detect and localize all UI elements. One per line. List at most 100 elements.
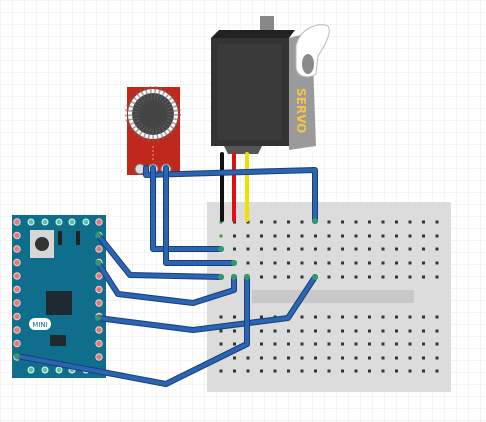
breadboard-hole [260, 261, 263, 265]
breadboard-hole [273, 329, 277, 333]
breadboard-hole [273, 342, 277, 346]
breadboard-hole [435, 329, 439, 333]
jumper-wire [96, 275, 317, 332]
breadboard-hole [422, 356, 425, 360]
breadboard-hole [381, 315, 385, 319]
breadboard-hole [246, 369, 250, 373]
breadboard-hole [354, 356, 358, 360]
breadboard-hole [422, 369, 425, 373]
breadboard-hole [408, 329, 412, 333]
breadboard-hole [233, 247, 236, 251]
breadboard-hole [219, 315, 223, 319]
breadboard-hole [422, 261, 425, 265]
breadboard-hole [300, 261, 304, 265]
breadboard-hole [233, 234, 236, 238]
wire-endpoint [95, 260, 101, 266]
breadboard-holes [219, 220, 439, 373]
breadboard-hole [246, 220, 250, 224]
breadboard-hole [341, 315, 344, 319]
breadboard-hole [381, 342, 385, 346]
breadboard-hole [422, 342, 425, 346]
mini-component [58, 231, 62, 245]
breadboard-hole [246, 261, 250, 265]
breadboard-hole [381, 275, 385, 279]
breadboard-hole [341, 329, 344, 333]
breadboard-hole [260, 329, 263, 333]
breadboard-hole [435, 315, 439, 319]
breadboard-hole [260, 220, 263, 224]
breadboard-hole [287, 261, 290, 265]
breadboard-hole [381, 247, 385, 251]
breadboard-hole [435, 261, 439, 265]
servo-motor: SERVO [211, 16, 330, 154]
breadboard-hole [260, 247, 263, 251]
breadboard-hole [300, 329, 304, 333]
arduino-pin [95, 245, 103, 253]
servo-label: SERVO [294, 88, 308, 133]
arduino-pin [13, 326, 21, 334]
breadboard-hole [327, 369, 331, 373]
breadboard-hole [314, 247, 317, 251]
breadboard-hole [314, 342, 317, 346]
breadboard-hole [341, 275, 344, 279]
breadboard-hole [354, 234, 358, 238]
breadboard-hole [408, 342, 412, 346]
breadboard-hole [273, 220, 277, 224]
breadboard-hole [314, 356, 317, 360]
breadboard-hole [260, 275, 263, 279]
breadboard-hole [381, 369, 385, 373]
breadboard-hole [273, 356, 277, 360]
arduino-pin [13, 231, 21, 240]
breadboard-hole [300, 220, 304, 224]
arduino-pin [95, 299, 103, 307]
breadboard-hole [260, 234, 263, 238]
breadboard-hole [300, 356, 304, 360]
breadboard-hole [327, 342, 331, 346]
breadboard-hole [233, 369, 236, 373]
breadboard-hole [341, 247, 344, 251]
jumper-wire [164, 166, 236, 265]
wire-endpoint [244, 274, 250, 280]
jumper-wire [96, 261, 236, 305]
wire-endpoint [312, 274, 318, 280]
wire-endpoint [231, 274, 237, 280]
breadboard-hole [395, 315, 398, 319]
arduino-pin-headers [13, 218, 103, 374]
breadboard-hole [381, 356, 385, 360]
breadboard-hole [341, 342, 344, 346]
breadboard-hole [368, 275, 371, 279]
breadboard-hole [368, 261, 371, 265]
breadboard-hole [381, 220, 385, 224]
breadboard-hole [300, 315, 304, 319]
arduino-pin [13, 218, 21, 226]
servo-horn-hub [302, 54, 314, 74]
breadboard-hole [395, 369, 398, 373]
voltage-regulator [50, 335, 66, 346]
arduino-pin [13, 272, 21, 280]
breadboard-hole [273, 275, 277, 279]
arduino-pin [27, 366, 35, 374]
breadboard-hole [327, 247, 331, 251]
mini-component [76, 231, 80, 245]
arduino-pin [95, 353, 103, 361]
breadboard-hole [422, 329, 425, 333]
breadboard-hole [246, 247, 250, 251]
breadboard-hole [300, 234, 304, 238]
breadboard-hole [354, 247, 358, 251]
breadboard-hole [395, 261, 398, 265]
breadboard-hole [341, 261, 344, 265]
wire-endpoint [218, 274, 224, 280]
breadboard-hole [287, 342, 290, 346]
breadboard-hole [422, 315, 425, 319]
breadboard-hole [435, 369, 439, 373]
breadboard-center-channel [252, 290, 414, 303]
breadboard-hole [381, 261, 385, 265]
breadboard-hole [368, 247, 371, 251]
arduino-pin [55, 218, 63, 226]
breadboard-hole [233, 342, 236, 346]
breadboard-hole [422, 247, 425, 251]
breadboard-hole [381, 329, 385, 333]
arduino-pin [13, 245, 21, 253]
breadboard-hole [314, 369, 317, 373]
